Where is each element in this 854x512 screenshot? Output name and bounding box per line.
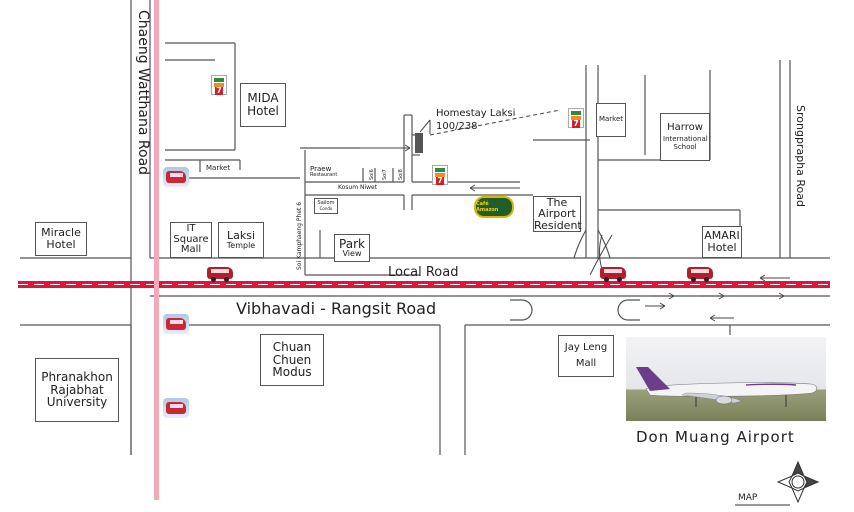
mida-hotel: MIDA Hotel xyxy=(240,83,286,127)
it-square-mall-label: IT Square Mall xyxy=(173,223,209,256)
train-station-icon xyxy=(163,398,189,418)
mida-hotel-label: MIDA Hotel xyxy=(247,91,279,118)
seven-eleven-icon: 7 xyxy=(568,108,584,128)
homestay-marker xyxy=(415,133,423,153)
homestay-leader xyxy=(429,109,561,136)
sailom-sub-label: Condo xyxy=(319,205,333,211)
u-turn xyxy=(510,299,533,321)
airport-resident-label: The Airport Resident xyxy=(534,195,582,232)
compass-icon xyxy=(776,460,820,504)
red-line-train-icon xyxy=(687,265,713,282)
seven-eleven-icon: 7 xyxy=(211,75,227,95)
laksi-temple-label: Laksi xyxy=(226,229,256,243)
miracle-hotel-label: Miracle Hotel xyxy=(41,226,81,251)
red-line-train-icon xyxy=(600,265,626,282)
kosum-niwet-label: Kosum Niwet xyxy=(338,184,378,191)
jay-leng-sub-label: Mall xyxy=(575,358,597,369)
park-sub-label: View xyxy=(342,249,362,259)
u-turn xyxy=(617,299,640,321)
miracle-hotel: Miracle Hotel xyxy=(35,222,87,256)
phranakhon-rajabhat: Phranakhon Rajabhat University xyxy=(35,358,119,422)
soi-label: Soi6 xyxy=(369,169,375,180)
soi-label: Soi8 xyxy=(398,169,404,180)
airplane-photo xyxy=(626,337,826,421)
harrow-label: Harrow xyxy=(667,121,703,133)
market-right: Market xyxy=(596,103,626,137)
amari-hotel-label: AMARI Hotel xyxy=(704,229,740,254)
amazon-logo: Café Amazon xyxy=(474,196,514,218)
local-road-label: Local Road xyxy=(388,265,459,280)
amari-hotel: AMARI Hotel xyxy=(702,226,742,258)
praew-sub-label: Restaurant xyxy=(310,172,338,179)
phranakhon-label: Phranakhon Rajabhat University xyxy=(41,370,113,410)
amazon-logo-text: Café Amazon xyxy=(476,201,499,213)
pink-line xyxy=(154,0,159,500)
kamphaeng-phet-label: Soi Kamphaeng Phet 6 xyxy=(296,201,303,270)
airplane-icon xyxy=(636,367,818,407)
harrow-sub-label: International School xyxy=(663,135,708,151)
harrow-school: Harrow International School xyxy=(660,113,710,161)
homestay-number: 100/238 xyxy=(436,120,478,132)
soi-label: Soi7 xyxy=(382,169,388,180)
it-square-mall: IT Square Mall xyxy=(170,222,212,258)
sailom-label: Sailom xyxy=(317,200,335,207)
laksi-temple: Laksi Temple xyxy=(218,222,264,258)
chuan-chuen-label: Chuan Chuen Modus xyxy=(272,340,312,380)
park-label: Park xyxy=(339,236,365,251)
train-station-icon xyxy=(163,167,189,187)
road-curve xyxy=(597,229,611,259)
homestay-label: Homestay Laksi xyxy=(436,108,516,119)
laksi-temple-sub-label: Temple xyxy=(226,240,256,250)
jay-leng-mall: Jay Leng Mall xyxy=(558,335,614,377)
praew-restaurant: Praew Restaurant xyxy=(310,165,338,179)
vibhavadi-road-label: Vibhavadi - Rangsit Road xyxy=(236,299,437,318)
chuan-chuen-modus: Chuan Chuen Modus xyxy=(260,334,324,386)
homestay-laksi: Homestay Laksi 100/238 xyxy=(436,108,516,132)
srongprapha-road-label: Srongprapha Road xyxy=(794,105,807,207)
map-label: MAP xyxy=(738,493,758,503)
red-line-train-icon xyxy=(207,265,233,282)
sailom-condo: Sailom Condo xyxy=(314,198,338,214)
train-station-icon xyxy=(163,314,189,334)
jay-leng-label: Jay Leng xyxy=(564,341,608,353)
seven-eleven-icon: 7 xyxy=(432,165,448,185)
chaeng-watthana-road-label: Chaeng Watthana Road xyxy=(135,10,151,176)
don-muang-airport-label: Don Muang Airport xyxy=(636,428,795,446)
park-view: Park View xyxy=(334,234,370,262)
market-right-label: Market xyxy=(598,115,624,124)
road-curve xyxy=(573,229,587,259)
praew-label: Praew xyxy=(310,165,332,173)
airport-resident: The Airport Resident xyxy=(533,195,582,232)
market-left: Market xyxy=(206,164,231,172)
